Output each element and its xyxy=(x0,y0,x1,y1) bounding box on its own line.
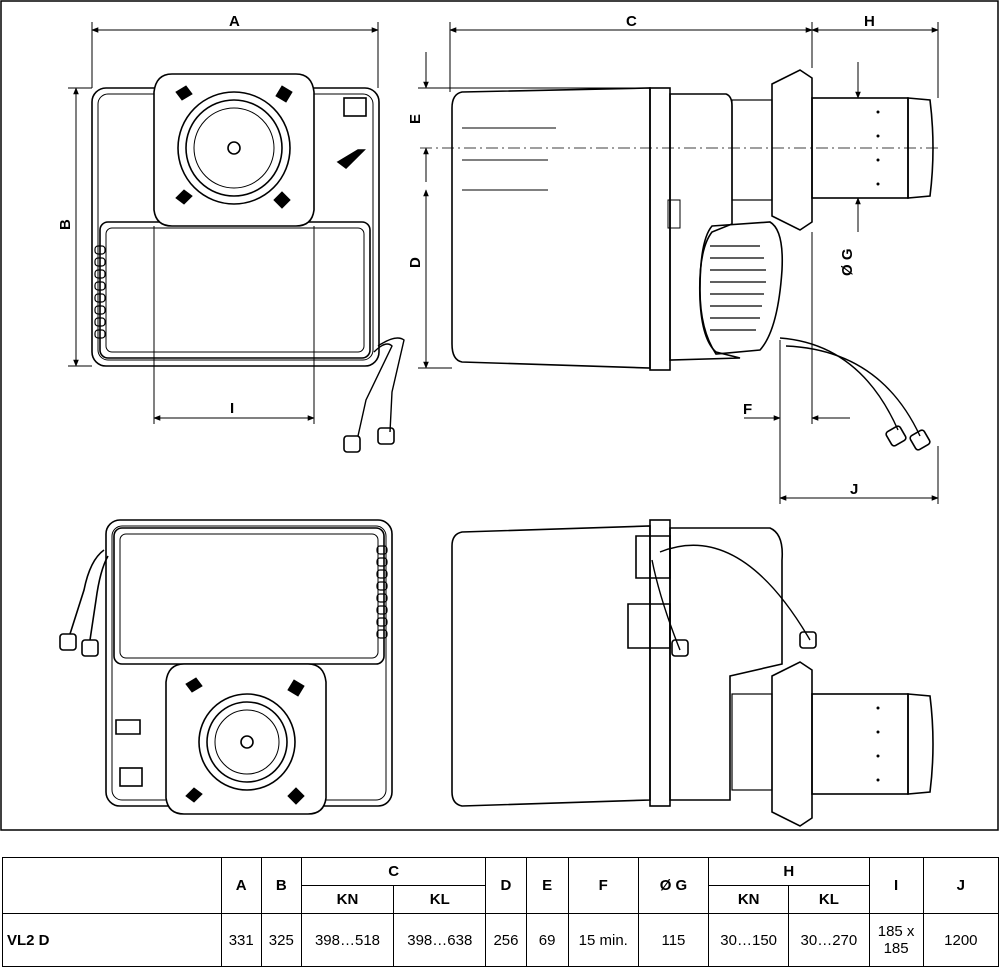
table-row: VL2 D 331 325 398…518 398…638 256 69 15 … xyxy=(2,913,1000,967)
dim-C xyxy=(449,22,813,92)
cell-I: 185 x 185 xyxy=(868,913,924,967)
dimension-table: A B C D E F Ø G H I J KN KL KN KL VL2 D … xyxy=(2,857,1000,967)
dim-A xyxy=(91,22,379,88)
dim-J xyxy=(779,446,939,504)
cell-F: 15 min. xyxy=(567,913,639,967)
cell-H-KL: 30…270 xyxy=(788,913,870,967)
side-view-top xyxy=(451,69,934,451)
dim-label-F: F xyxy=(743,401,752,418)
dim-H xyxy=(811,22,939,98)
dim-label-G: Ø G xyxy=(839,248,856,276)
technical-drawing: A B I xyxy=(0,0,999,831)
dim-label-J: J xyxy=(850,481,858,498)
header-C: C xyxy=(300,857,487,886)
header-J: J xyxy=(922,857,1000,914)
dim-label-E: E xyxy=(407,114,424,124)
front-view-top xyxy=(91,73,405,453)
dim-D xyxy=(418,189,452,369)
dim-label-H: H xyxy=(864,13,875,30)
side-view-bottom xyxy=(451,519,934,827)
cell-C-KN: 398…518 xyxy=(300,913,395,967)
cell-C-KL: 398…638 xyxy=(393,913,487,967)
dim-label-B: B xyxy=(57,219,74,230)
table-corner-cell xyxy=(2,857,222,914)
header-I: I xyxy=(868,857,924,914)
cell-J: 1200 xyxy=(922,913,1000,967)
cell-A: 331 xyxy=(220,913,262,967)
cell-model: VL2 D xyxy=(2,913,222,967)
header-H: H xyxy=(708,857,870,886)
burner-drawing-svg: A B I xyxy=(0,0,999,831)
header-F: F xyxy=(567,857,639,914)
cell-D: 256 xyxy=(485,913,527,967)
dim-B xyxy=(68,87,92,367)
cell-E: 69 xyxy=(525,913,569,967)
header-H-KN: KN xyxy=(708,885,790,914)
cell-I-line1: 185 x xyxy=(877,923,915,940)
cell-H-KN: 30…150 xyxy=(708,913,790,967)
header-D: D xyxy=(485,857,527,914)
header-G: Ø G xyxy=(637,857,710,914)
cell-B: 325 xyxy=(260,913,302,967)
dim-label-D: D xyxy=(407,257,424,268)
header-C-KL: KL xyxy=(393,885,487,914)
dim-I xyxy=(153,226,315,424)
dim-label-I: I xyxy=(230,400,234,417)
front-view-bottom xyxy=(59,519,393,815)
header-H-KL: KL xyxy=(788,885,870,914)
header-A: A xyxy=(220,857,262,914)
cell-G: 115 xyxy=(637,913,710,967)
dim-label-C: C xyxy=(626,13,637,30)
dim-F xyxy=(744,232,850,504)
dim-label-A: A xyxy=(229,13,240,30)
header-E: E xyxy=(525,857,569,914)
header-B: B xyxy=(260,857,302,914)
dim-E xyxy=(418,52,650,182)
header-C-KN: KN xyxy=(300,885,395,914)
cell-I-line2: 185 xyxy=(883,940,909,957)
